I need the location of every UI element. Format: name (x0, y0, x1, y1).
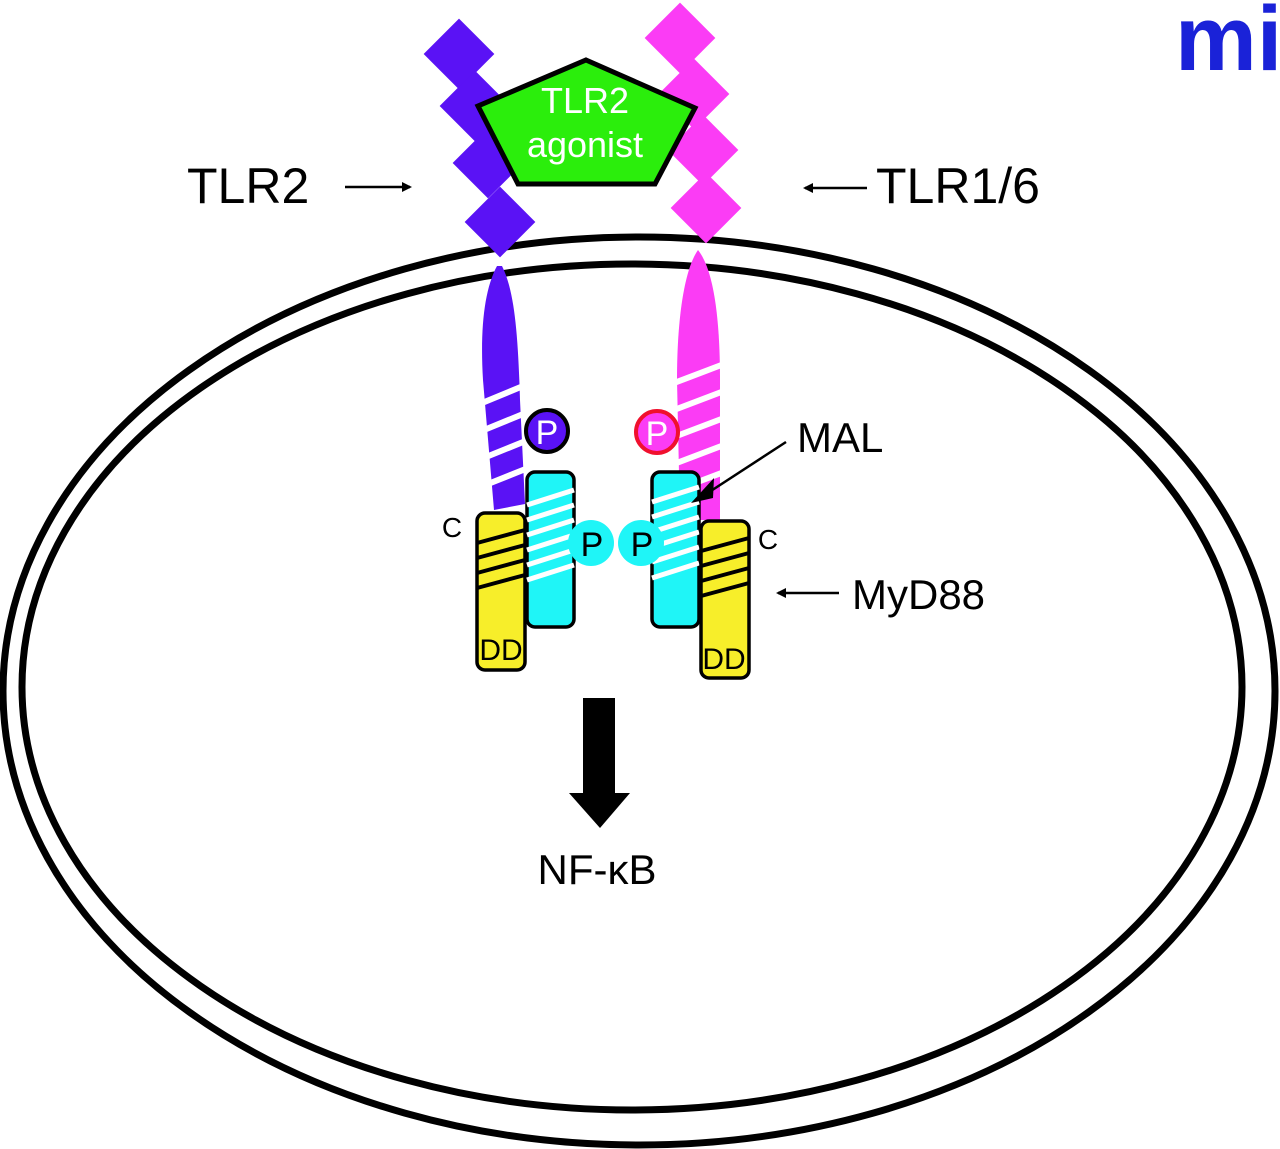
tlr16-diamond-4 (670, 172, 742, 244)
myd88-left-box (475, 511, 527, 672)
tlr2-phospho: P (524, 408, 570, 454)
signal-down-arrow-icon (569, 698, 630, 828)
mal-right-phospho: P (618, 520, 664, 566)
tlr2-label: TLR2 (187, 158, 309, 214)
tlr16-label: TLR1/6 (876, 158, 1040, 214)
nfkb-label: NF-κB (538, 846, 657, 893)
mal-arrowhead-icon (691, 478, 714, 503)
membrane-outer (0, 233, 1279, 1149)
tlr2-diamond-1 (423, 18, 495, 90)
mal-left-phospho: P (568, 520, 614, 566)
tlr2-transmembrane-stalk (482, 266, 525, 510)
myd88-left: DD (475, 511, 527, 672)
myd88-right: DD (699, 519, 751, 680)
membrane-inner (18, 260, 1246, 1114)
mal-label: MAL (797, 414, 883, 461)
dd-left-label: DD (479, 634, 522, 667)
mal-right-phospho-label: P (631, 526, 654, 564)
tlr2-agonist: TLR2 agonist (474, 57, 699, 187)
c-terminus-right-label: C (758, 524, 778, 555)
agonist-label-line1: TLR2 (541, 80, 629, 121)
mal-left-phospho-label: P (581, 526, 604, 564)
tlr16-phospho: P (634, 409, 680, 455)
journal-logo: mi (1175, 0, 1280, 90)
agonist-label-line2: agonist (527, 124, 643, 165)
logo-text: mi (1175, 0, 1280, 90)
myd88-label: MyD88 (852, 571, 985, 618)
tlr16-diamond-1 (644, 2, 716, 74)
dd-right-label: DD (702, 643, 745, 676)
c-terminus-left-label: C (442, 512, 462, 543)
myd88-right-box (699, 519, 751, 680)
tlr2-phospho-label: P (536, 414, 559, 452)
tlr2-tir-stripes (480, 381, 530, 487)
tlr16-phospho-label: P (646, 415, 669, 453)
agonist-pentagon (474, 57, 699, 187)
mal-left (525, 470, 576, 629)
cell-membrane (0, 233, 1279, 1149)
